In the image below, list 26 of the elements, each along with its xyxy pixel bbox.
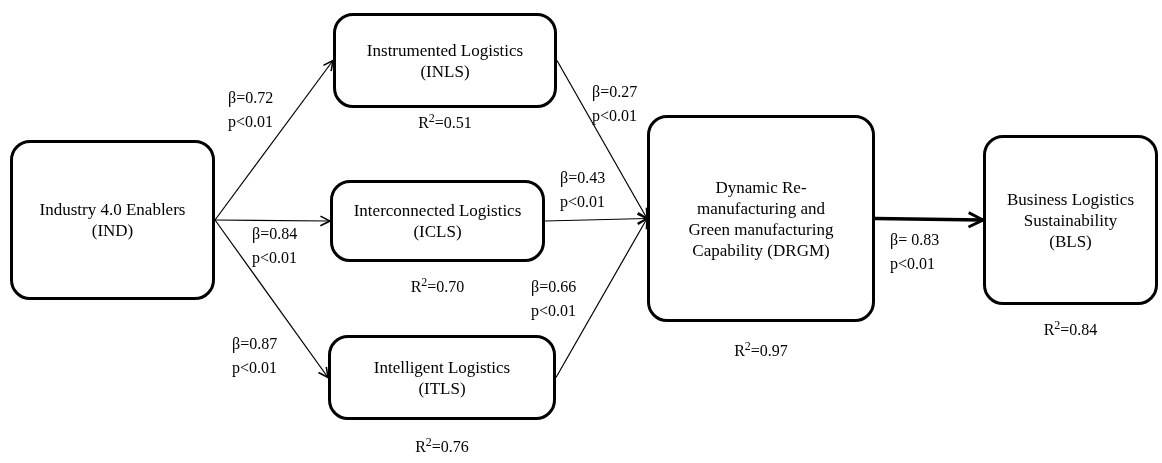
- edge-label: β=0.66 p<0.01: [531, 277, 578, 322]
- node-label: Dynamic Re-manufacturing and Green manufacturing Capability (DRGM): [687, 176, 835, 261]
- r-squared-label: R$^{2}$=0.70: [410, 277, 465, 297]
- node-label: Interconnected Logistics (ICLS): [352, 200, 523, 242]
- node-label: Intelligent Logistics (ITLS): [372, 356, 512, 399]
- node-label: Industry 4.0 Enablers (IND): [38, 199, 187, 241]
- arrow: [214, 59, 334, 221]
- edge-label: β=0.27 p<0.01: [592, 82, 639, 127]
- r-squared-label: R$^{2}$=0.97: [734, 341, 788, 361]
- arrow: [555, 217, 648, 379]
- arrow: [544, 213, 648, 225]
- r-squared-label: R$^{2}$=0.76: [415, 437, 469, 457]
- rounded-box: [10, 140, 215, 300]
- edge-label: β= 0.83 p<0.01: [890, 230, 941, 275]
- edge-label: β=0.72 p<0.01: [228, 88, 275, 133]
- edge-label: β=0.87 p<0.01: [232, 334, 279, 379]
- node-label: Business Logistics Sustainability (BLS): [1005, 188, 1135, 252]
- arrow: [214, 215, 331, 227]
- arrow: [874, 211, 985, 229]
- edge-label: β=0.84 p<0.01: [252, 224, 299, 269]
- arrow: [214, 219, 329, 379]
- arrow: [556, 59, 648, 220]
- edge-label: β=0.43 p<0.01: [560, 168, 607, 213]
- r-squared-label: R$^{2}$=0.51: [418, 113, 472, 133]
- r-squared-label: R$^{2}$=0.84: [1043, 320, 1098, 340]
- node-label: Instrumented Logistics (INLS): [365, 39, 525, 82]
